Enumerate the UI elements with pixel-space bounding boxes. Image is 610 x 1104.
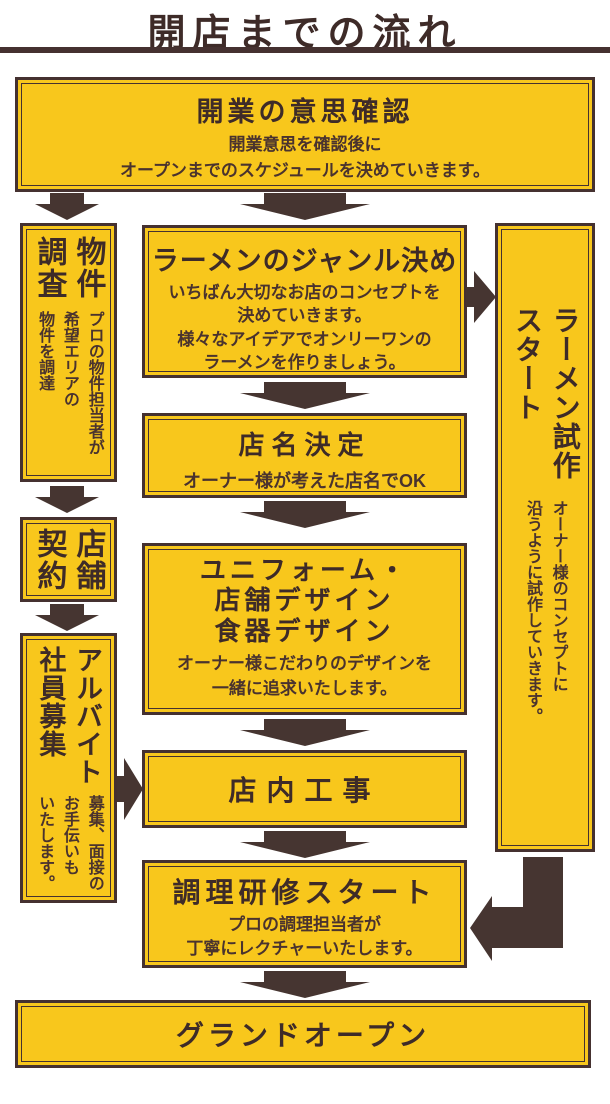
arrow-down-icon (240, 971, 370, 998)
step-title: 調理研修スタート (172, 878, 437, 909)
step-description: 募集、面接の お手伝いも いたします。 (36, 795, 103, 891)
arrow-right-icon (466, 271, 496, 323)
step-title: 物件 調査 (32, 236, 105, 300)
step-box-cooking-training: 調理研修スタート プロの調理担当者が 丁寧にレクチャーいたします。 (142, 860, 467, 968)
arrow-down-icon (35, 193, 99, 220)
step-box-shop-name: 店名決定 オーナー様が考えた店名でOK (142, 413, 467, 498)
arrow-down-icon (240, 719, 370, 746)
step-title: 店舗 契約 (32, 527, 105, 592)
step-box-intent-confirmation: 開業の意思確認 開業意思を確認後に オープンまでのスケジュールを決めていきます。 (15, 77, 595, 192)
arrow-down-icon (240, 193, 370, 220)
step-box-ramen-prototype: ラーメン試作 スタート オーナー様のコンセプトに 沿うように試作していきます。 (495, 223, 595, 852)
step-title: アルバイト 社員募集 (35, 646, 102, 786)
arrow-down-icon (240, 501, 370, 528)
step-box-lease-contract: 店舗 契約 (20, 517, 117, 602)
step-box-grand-open: グランドオープン (15, 1000, 591, 1068)
step-box-ramen-genre: ラーメンのジャンル決め いちばん大切なお店のコンセプトを 決めていきます。 様々… (142, 225, 467, 378)
step-box-staff-recruiting: アルバイト 社員募集 募集、面接の お手伝いも いたします。 (20, 633, 117, 903)
step-title: 開業の意思確認 (196, 97, 414, 127)
arrow-down-icon (35, 486, 99, 513)
step-description: プロの物件担当者が 希望エリアの 物件を調達 (36, 311, 103, 455)
arrow-down-icon (240, 831, 370, 858)
step-description: オーナー様が考えた店名でOK (183, 471, 426, 491)
step-title: ラーメンのジャンル決め (151, 246, 458, 276)
arrow-down-icon (240, 382, 370, 409)
step-title: 店名決定 (238, 431, 371, 460)
step-description: いちばん大切なお店のコンセプトを 決めていきます。 様々なアイデアでオンリーワン… (168, 283, 441, 372)
step-description: オーナー様のコンセプトに 沿うように試作していきます。 (524, 500, 567, 724)
step-box-property-search: 物件 調査 プロの物件担当者が 希望エリアの 物件を調達 (20, 223, 117, 482)
step-box-interior-construction: 店内工事 (142, 750, 467, 828)
step-title: グランドオープン (175, 1021, 431, 1052)
arrow-down-icon (35, 604, 99, 631)
step-box-design: ユニフォーム・ 店舗デザイン 食器デザイン オーナー様こだわりのデザインを 一緒… (142, 543, 467, 715)
step-title: ユニフォーム・ 店舗デザイン 食器デザイン (199, 556, 410, 646)
arrow-elbow-left-icon (470, 855, 563, 963)
arrow-right-icon (117, 758, 143, 820)
step-description: オーナー様こだわりのデザインを 一緒に追求いたします。 (177, 654, 432, 698)
step-description: プロの調理担当者が 丁寧にレクチャーいたします。 (186, 915, 423, 958)
title-divider (0, 47, 610, 53)
step-title: ラーメン試作 スタート (511, 306, 580, 480)
step-description: 開業意思を確認後に オープンまでのスケジュールを決めていきます。 (119, 135, 491, 180)
step-title: 店内工事 (228, 776, 381, 807)
